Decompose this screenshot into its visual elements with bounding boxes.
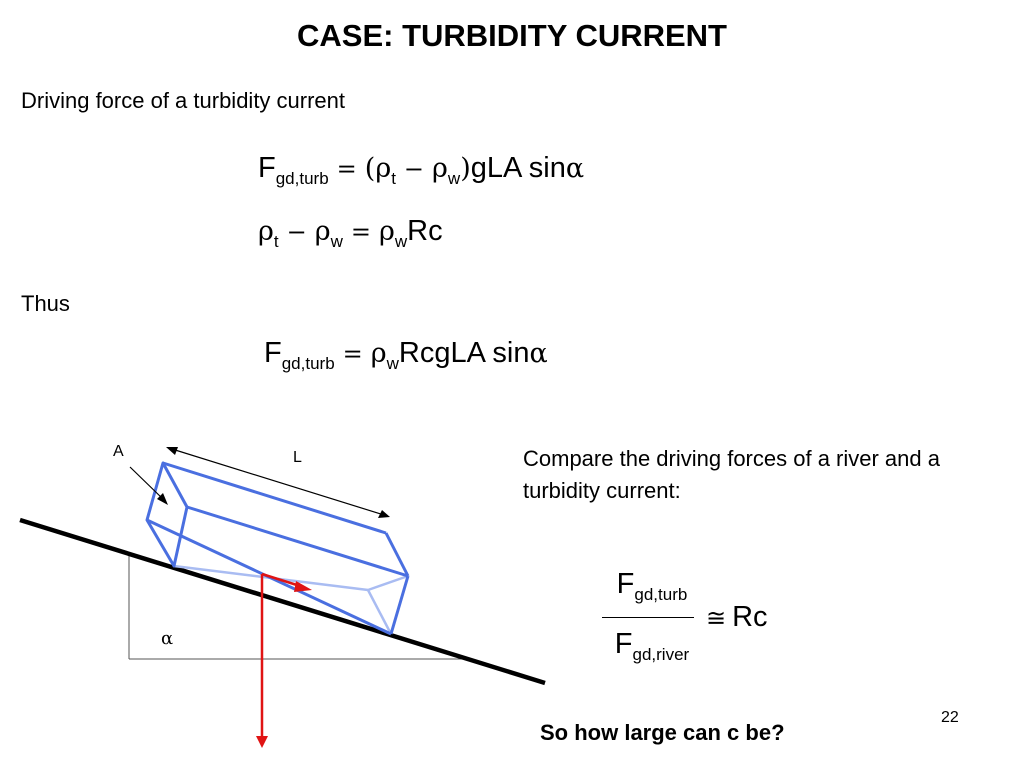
ratio-num-sub: gd,turb [634,585,688,604]
ratio-approx: ≅ [706,604,727,632]
eq1-paren-open: ( [364,153,376,184]
eq2-rho-w-sub: w [330,232,343,251]
ratio-numerator: Fgd,turb [602,564,702,615]
eq2-minus: − [286,218,307,246]
box-hidden-edges [173,564,409,635]
label-alpha: α [161,628,173,649]
ratio-num-f: F [616,568,635,600]
eq1-paren-close: ) [460,153,471,184]
ratio-den-f: F [614,628,633,660]
eq3-tail: RcgLA sin [398,337,530,369]
equation-driving-force: Fgd,turb=(ρt−ρw)gLA sinα [258,148,584,199]
eq2-equals: = [350,218,371,246]
eq3-rho-w-sub: w [386,354,399,373]
eq1-alpha: α [565,153,585,184]
eq1-tail: gLA sin [470,152,566,184]
label-l: L [293,449,302,466]
eq2-tail: Rc [407,215,443,247]
ratio-rc: Rc [732,601,768,633]
eq1-rho-w: ρ [432,153,448,184]
page-number: 22 [941,709,959,726]
eq2-rho-t-sub: t [273,232,279,251]
gravity-force-arrows [256,572,312,748]
eq2-rho-w: ρ [314,216,331,247]
eq3-f-sub: gd,turb [281,354,335,373]
slide-title: CASE: TURBIDITY CURRENT [297,18,727,53]
eq3-f: F [264,337,282,369]
ratio-denominator: Fgd,river [602,624,702,675]
eq1-equals: = [336,155,357,183]
area-pointer-arrow [129,466,168,505]
eq1-rho-t-sub: t [391,169,396,188]
eq3-rho-w: ρ [370,338,387,369]
label-a: A [113,443,124,460]
length-dimension-arrow [166,447,390,518]
eq1-rho-w-sub: w [447,169,461,188]
question-text: So how large can c be? [540,720,785,745]
fraction-bar [602,617,694,618]
thus-text: Thus [21,291,70,316]
compare-text: Compare the driving forces of a river an… [523,446,940,503]
equation-density-difference: ρt−ρw=ρwRc [258,211,443,262]
sediment-box [145,461,410,636]
eq2-rho-w2-sub: w [394,232,408,251]
eq2-rho-t: ρ [258,216,274,247]
eq1-f: F [258,152,276,184]
eq3-equals: = [342,340,363,368]
eq2-rho-w2: ρ [378,216,395,247]
eq1-minus: − [403,155,425,183]
ratio-den-sub: gd,river [632,645,690,664]
eq3-alpha: α [529,338,548,369]
eq1-rho-t: ρ [375,153,392,184]
equation-driving-force-result: Fgd,turb =ρwRcgLA sinα [264,333,548,384]
sloping-bed-line [19,517,546,686]
intro-text: Driving force of a turbidity current [21,88,346,113]
eq1-f-sub: gd,turb [275,169,329,188]
ratio-rhs: ≅Rc [706,597,768,638]
